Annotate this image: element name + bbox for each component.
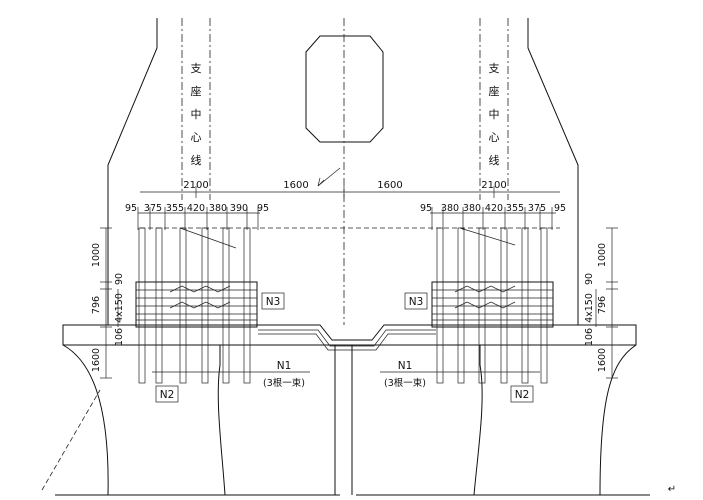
dim-pad-width-left: 2100 <box>183 180 208 191</box>
section-dash-line <box>41 389 101 491</box>
center-label-right: 支 座 中 心 线 <box>489 62 500 167</box>
center-label-right-char: 心 <box>489 131 500 144</box>
tag-n1-left: N1 <box>277 360 292 372</box>
dim-left-0: 95 <box>125 203 137 214</box>
center-label-left-char: 支 <box>191 62 202 75</box>
manhole-opening <box>305 35 384 143</box>
dim-left-6: 95 <box>257 203 269 214</box>
dim-v-796-right: 796 <box>597 296 608 314</box>
vertical-dims-left: 1000 90 796 4x150 106 1600 <box>91 227 125 379</box>
dim-v-796-left: 796 <box>91 296 102 314</box>
dim-v-90-left: 90 <box>114 273 125 285</box>
dim-half-span-right: 1600 <box>377 180 402 191</box>
spacing-dims-left: 95 375 355 420 380 390 95 <box>125 203 269 230</box>
center-label-left-char: 线 <box>191 153 202 167</box>
dim-right-0: 95 <box>420 203 432 214</box>
dim-right-3: 420 <box>485 203 503 214</box>
tag-n2-right: N2 <box>515 389 530 401</box>
rebars-right <box>436 227 548 384</box>
dim-left-1: 375 <box>144 203 162 214</box>
rebar-labels: N1 (3根一束) N1 (3根一束) N2 N2 <box>152 360 540 403</box>
tag-n3-right: N3 <box>409 296 424 308</box>
mesh-left: N3 <box>135 281 285 328</box>
dim-right-1: 380 <box>441 203 459 214</box>
dim-half-span-left: 1600 <box>283 180 308 191</box>
dim-left-5: 390 <box>230 203 248 214</box>
pier-outline <box>55 18 650 496</box>
dim-left-4: 380 <box>209 203 227 214</box>
dim-v-4x150-left: 4x150 <box>114 293 125 323</box>
center-label-left-char: 中 <box>191 108 202 121</box>
dim-left-3: 420 <box>187 203 205 214</box>
dim-v-106-left: 106 <box>114 328 125 346</box>
tag-n1-note-right: (3根一束) <box>384 377 426 389</box>
dim-v-1600-left: 1600 <box>91 348 102 372</box>
dim-v-90-right: 90 <box>584 273 595 285</box>
dim-pad-width-right: 2100 <box>481 180 506 191</box>
spacing-dims-right: 95 380 380 420 355 375 95 <box>420 203 566 230</box>
dim-v-4x150-right: 4x150 <box>584 293 595 323</box>
tag-n1-right: N1 <box>398 360 413 372</box>
dim-right-5: 375 <box>528 203 546 214</box>
tag-n1-note-left: (3根一束) <box>263 377 305 389</box>
tag-n2-left: N2 <box>160 389 175 401</box>
dim-v-1000-left: 1000 <box>91 243 102 267</box>
top-dimensions: 1600 1600 2100 2100 <box>140 167 560 198</box>
vertical-dims-right: 1000 90 796 4x150 106 1600 <box>584 227 618 379</box>
dim-left-2: 355 <box>166 203 184 214</box>
rebars-left <box>138 227 251 384</box>
dim-v-1000-right: 1000 <box>597 243 608 267</box>
center-label-left-char: 座 <box>191 84 202 98</box>
dim-right-6: 95 <box>554 203 566 214</box>
return-mark-icon: ↵ <box>668 484 676 495</box>
center-label-left-char: 心 <box>191 131 202 144</box>
tag-n3-left: N3 <box>266 296 281 308</box>
center-label-right-char: 线 <box>489 153 500 167</box>
dim-right-4: 355 <box>506 203 524 214</box>
center-label-right-char: 座 <box>489 84 500 98</box>
center-label-right-char: 支 <box>489 62 500 75</box>
center-lines <box>140 18 560 325</box>
center-label-left: 支 座 中 心 线 <box>191 62 202 167</box>
dim-v-1600-right: 1600 <box>597 348 608 372</box>
dim-right-2: 380 <box>463 203 481 214</box>
mesh-right: N3 <box>404 281 554 328</box>
dim-v-106-right: 106 <box>584 328 595 346</box>
center-label-right-char: 中 <box>489 108 500 121</box>
